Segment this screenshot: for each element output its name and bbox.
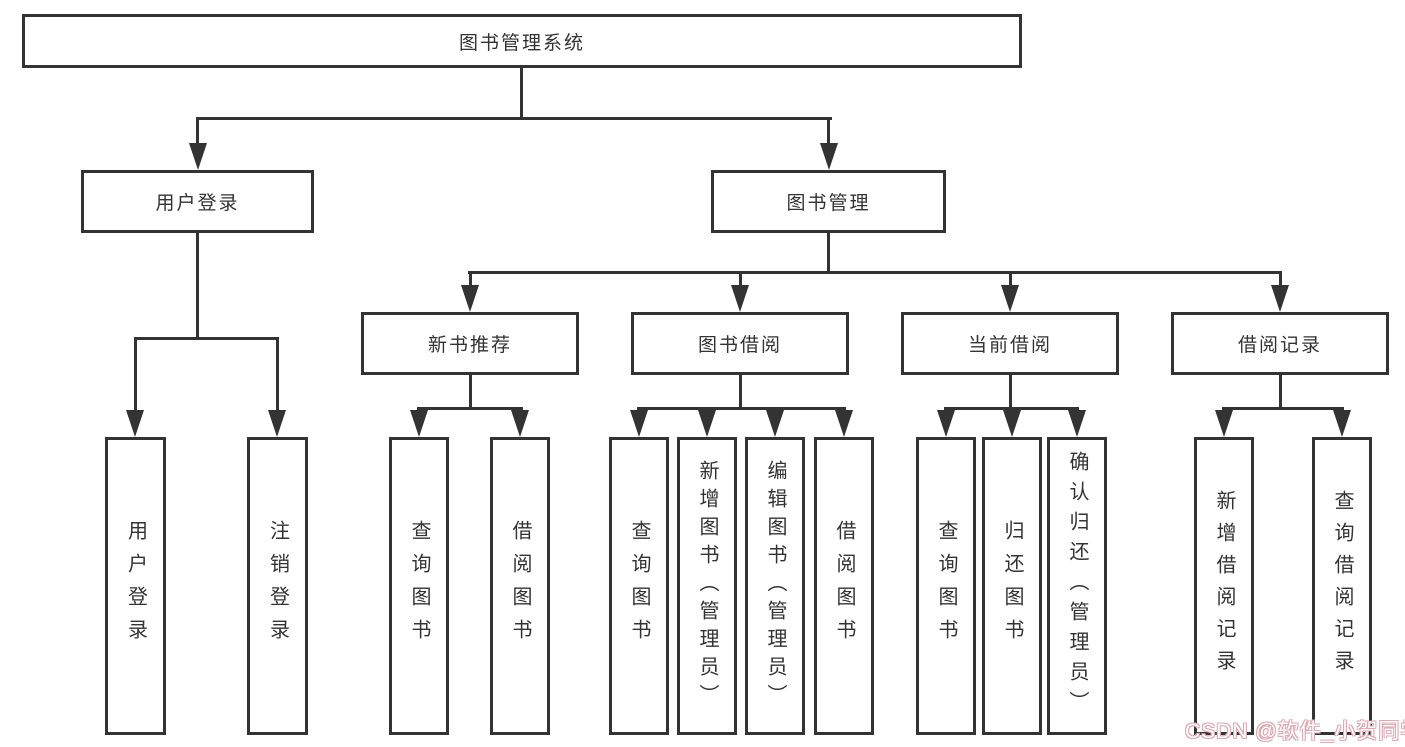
connector-stem bbox=[196, 119, 199, 144]
arrow-down bbox=[410, 410, 428, 437]
leaf-label: 查询图书 bbox=[408, 520, 430, 652]
connector-group-trunk bbox=[739, 375, 742, 410]
leaf-borrow-books: 借阅图书 bbox=[814, 437, 874, 735]
leaf-edit-book-admin: 编辑图书（管理员） bbox=[745, 437, 805, 735]
connector-stem bbox=[1009, 273, 1012, 287]
connector-stem bbox=[469, 273, 472, 287]
connector-stem bbox=[1279, 273, 1282, 287]
connector-books-bar bbox=[468, 271, 1282, 274]
leaf-label: 确认归还（管理员） bbox=[1066, 451, 1088, 721]
leaf-query-borrow-record: 查询借阅记录 bbox=[1312, 437, 1372, 735]
node-new-book-recommend: 新书推荐 bbox=[361, 312, 579, 375]
leaf-label: 注销登录 bbox=[266, 520, 289, 652]
node-book-management: 图书管理 bbox=[711, 170, 946, 233]
connector-users-trunk bbox=[196, 233, 199, 340]
connector-stem bbox=[134, 339, 137, 410]
connector-stem bbox=[739, 273, 742, 287]
node-library-management-system: 图书管理系统 bbox=[22, 14, 1022, 68]
arrow-down bbox=[820, 143, 838, 170]
node-book-borrow: 图书借阅 bbox=[631, 312, 849, 375]
leaf-label: 借阅图书 bbox=[509, 520, 531, 652]
leaf-label: 查询图书 bbox=[935, 520, 957, 652]
arrow-down bbox=[698, 410, 716, 437]
leaf-label: 归还图书 bbox=[1001, 520, 1023, 652]
arrow-down bbox=[835, 410, 853, 437]
arrow-down bbox=[1001, 285, 1019, 312]
leaf-label: 查询图书 bbox=[628, 520, 650, 652]
csdn-watermark: CSDN @软件_小贺同学 bbox=[1185, 720, 1405, 743]
node-borrow-records: 借阅记录 bbox=[1171, 312, 1389, 375]
connector-group-trunk bbox=[1279, 375, 1282, 410]
connector-group-bar bbox=[1222, 407, 1344, 410]
node-current-borrow: 当前借阅 bbox=[901, 312, 1119, 375]
arrow-down bbox=[937, 410, 955, 437]
leaf-return-books: 归还图书 bbox=[982, 437, 1042, 735]
leaf-logout: 注销登录 bbox=[247, 437, 308, 735]
arrow-down bbox=[766, 410, 784, 437]
connector-group-trunk bbox=[1009, 375, 1012, 410]
connector-books-trunk bbox=[827, 233, 830, 272]
arrow-down bbox=[1215, 410, 1233, 437]
connector-level2-bar bbox=[196, 117, 832, 120]
arrow-down bbox=[268, 410, 286, 437]
connector-group-bar bbox=[417, 407, 523, 410]
connector-users-bar bbox=[134, 337, 279, 340]
arrow-down bbox=[1271, 285, 1289, 312]
leaf-label: 用户登录 bbox=[124, 520, 147, 652]
leaf-query-books: 查询图书 bbox=[389, 437, 449, 735]
leaf-user-login: 用户登录 bbox=[105, 437, 166, 735]
arrow-down bbox=[1003, 410, 1021, 437]
arrow-down bbox=[1333, 410, 1351, 437]
leaf-add-borrow-record: 新增借阅记录 bbox=[1194, 437, 1254, 735]
leaf-label: 编辑图书（管理员） bbox=[764, 460, 786, 712]
leaf-add-book-admin: 新增图书（管理员） bbox=[677, 437, 737, 735]
arrow-down bbox=[1068, 410, 1086, 437]
leaf-label: 查询借阅记录 bbox=[1331, 490, 1353, 682]
arrow-down bbox=[189, 143, 207, 170]
arrow-down bbox=[461, 285, 479, 312]
node-user-login: 用户登录 bbox=[81, 170, 314, 233]
arrow-down bbox=[511, 410, 529, 437]
connector-stem bbox=[276, 339, 279, 410]
connector-stem bbox=[827, 119, 830, 144]
leaf-label: 新增图书（管理员） bbox=[696, 460, 718, 712]
arrow-down bbox=[630, 410, 648, 437]
leaf-confirm-return-admin: 确认归还（管理员） bbox=[1047, 437, 1107, 735]
arrow-down bbox=[126, 410, 144, 437]
leaf-label: 借阅图书 bbox=[833, 520, 855, 652]
connector-group-trunk bbox=[469, 375, 472, 410]
leaf-label: 新增借阅记录 bbox=[1213, 490, 1235, 682]
connector-root-trunk bbox=[520, 68, 523, 117]
connector-group-bar bbox=[944, 407, 1079, 410]
arrow-down bbox=[731, 285, 749, 312]
leaf-borrow-books: 借阅图书 bbox=[490, 437, 550, 735]
leaf-query-books: 查询图书 bbox=[609, 437, 669, 735]
leaf-query-books: 查询图书 bbox=[916, 437, 976, 735]
connector-group-bar bbox=[637, 407, 846, 410]
